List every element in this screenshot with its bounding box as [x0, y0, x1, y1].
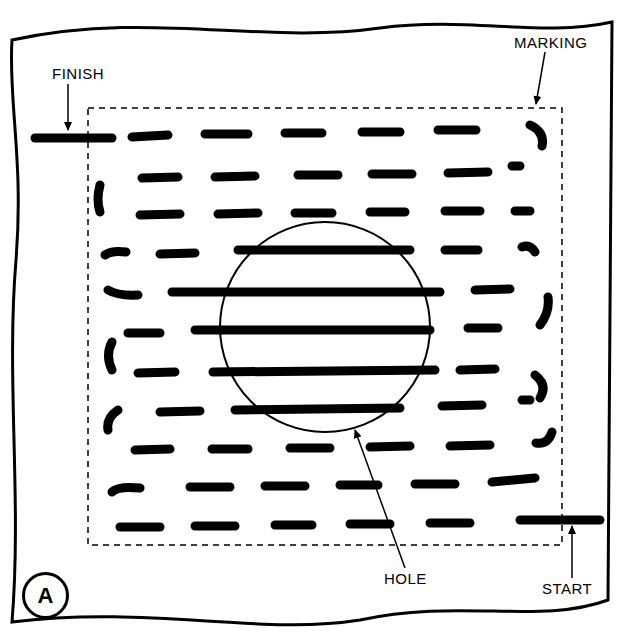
callout-label: MARKING	[512, 34, 590, 52]
figure-letter-circle: A	[22, 572, 69, 619]
fabric-outline	[11, 22, 612, 625]
darning-stitches	[35, 125, 600, 527]
marking-line	[88, 108, 562, 545]
callout-label: FINISH	[50, 65, 106, 83]
callout-label: HOLE	[382, 570, 429, 588]
callout-label: START	[540, 580, 594, 598]
figure-letter: A	[38, 583, 54, 609]
leader-lines	[68, 52, 572, 578]
